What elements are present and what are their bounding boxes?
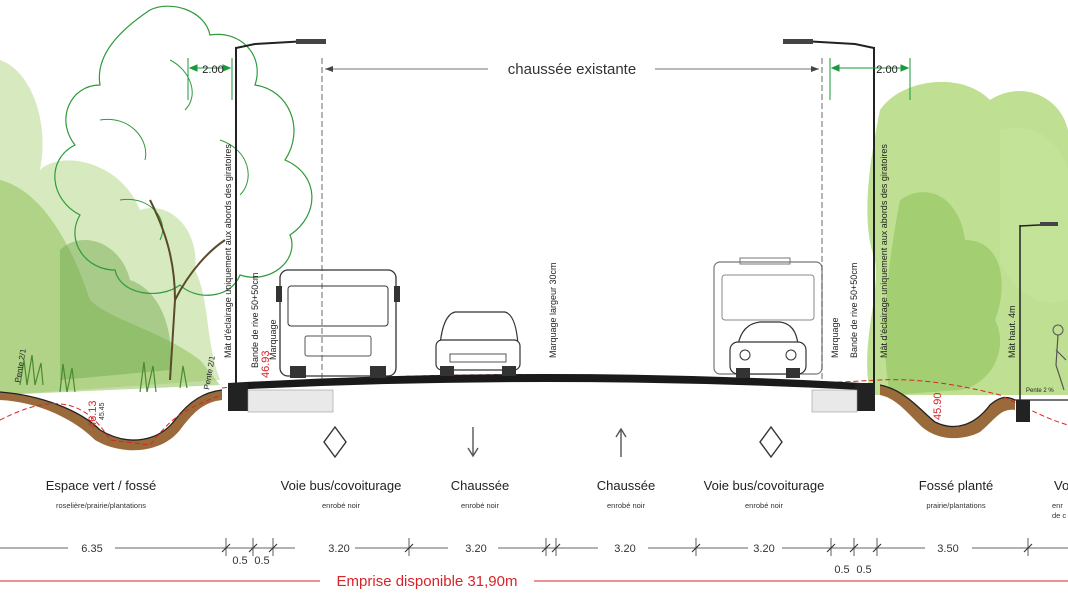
width-3-20-c: 3.20 (614, 543, 635, 555)
level-45-45: 45.45 (99, 402, 106, 420)
green-dim-left-label: 2.00 (202, 64, 223, 76)
car-right-icon (729, 321, 807, 378)
lane-sub: enrobé noir (745, 501, 783, 510)
width-3-50: 3.50 (937, 543, 958, 555)
green-dim-right-label: 2.00 (876, 64, 897, 76)
mast-small-label: Mât haut. 4m (1007, 305, 1017, 358)
lamp-post-right (783, 39, 875, 383)
cyclist-icon (1052, 324, 1067, 391)
green-dimension-right (829, 58, 911, 100)
slope-right: Pente 2 % (1026, 388, 1054, 394)
existing-roadway-dimension (321, 58, 823, 380)
lane-name: Vo (1054, 478, 1068, 493)
dimension-chain (0, 538, 1068, 556)
lane-sub: de c (1052, 511, 1066, 520)
lane-sub: enrobé noir (607, 501, 645, 510)
band-right-label: Bande de rive 50+50cm (849, 263, 859, 358)
width-3-20-a: 3.20 (328, 543, 349, 555)
width-0-5-b: 0.5 (254, 555, 269, 567)
lane-name: Voie bus/covoiturage (704, 478, 825, 493)
emprise-label: Emprise disponible 31,90m (337, 573, 518, 590)
width-0-5-a: 0.5 (232, 555, 247, 567)
lane-sub: roselière/prairie/plantations (56, 501, 146, 510)
green-dimension-left (187, 58, 233, 100)
ground-profile (0, 374, 1068, 451)
mark-left-label: Marquage (268, 319, 278, 360)
lane-sub: enrobé noir (461, 501, 499, 510)
width-0-5-c: 0.5 (834, 564, 849, 576)
mark-center-label: Marquage largeur 30cm (548, 262, 558, 358)
band-left-label: Bande de rive 50+50cm (250, 273, 260, 368)
width-6-35: 6.35 (81, 543, 102, 555)
car-left-icon (435, 311, 521, 376)
lane-sub: enrobé noir (322, 501, 360, 510)
road-surface (228, 374, 1030, 422)
lane-name: Espace vert / fossé (46, 478, 157, 493)
width-3-20-b: 3.20 (465, 543, 486, 555)
lane-sub: enr (1052, 501, 1063, 510)
mast-left-label: Mât d'éclairage uniquement aux abords de… (223, 144, 233, 358)
bus-left-icon (276, 269, 400, 378)
arrow-up-icon (615, 427, 627, 457)
width-3-20-d: 3.20 (753, 543, 774, 555)
lane-name: Voie bus/covoiturage (281, 478, 402, 493)
width-0-5-d: 0.5 (856, 564, 871, 576)
lane-sub: prairie/plantations (926, 501, 985, 510)
left-vegetation (0, 5, 313, 395)
level-46-93: 46.93 (260, 350, 272, 378)
lane-name: Chaussée (597, 478, 656, 493)
mark-right-label: Marquage (830, 317, 840, 358)
level-46-13: 46.13 (87, 400, 99, 428)
lane-name: Chaussée (451, 478, 510, 493)
lane-name: Fossé planté (919, 478, 993, 493)
right-vegetation (867, 81, 1068, 396)
level-45-90: 45.90 (932, 392, 944, 420)
arrow-down-icon (467, 427, 479, 458)
lamp-post-left (235, 39, 326, 383)
diamond-marker-left-icon (323, 425, 347, 459)
mast-right-label: Mât d'éclairage uniquement aux abords de… (879, 144, 889, 358)
diamond-marker-right-icon (759, 425, 783, 459)
existing-roadway-label: chaussée existante (508, 61, 636, 78)
lamp-post-small (1019, 222, 1059, 400)
